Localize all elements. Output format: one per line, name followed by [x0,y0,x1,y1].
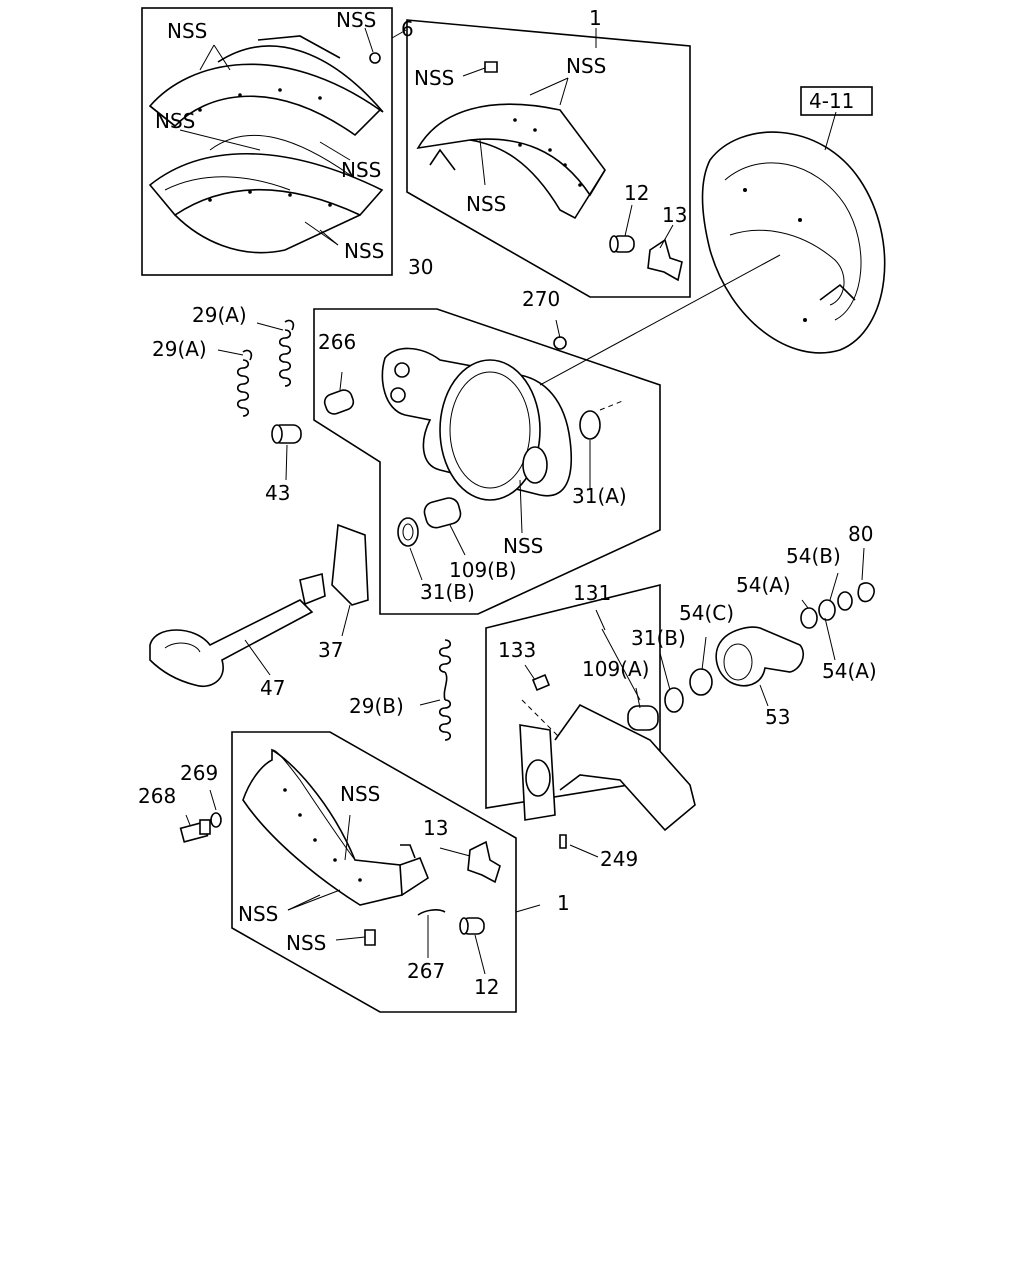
label-nss-5: NSS [344,239,384,263]
label-53: 53 [765,705,790,729]
label-nss-11: NSS [238,902,278,926]
label-54b: 54(B) [786,544,841,568]
label-29a-1: 29(A) [192,303,247,327]
clip-icon [417,909,446,916]
ref-box-4-11 [800,86,873,116]
label-nss-6: NSS [414,66,454,90]
shoe-assembly-box-top [406,19,691,298]
label-nss-8: NSS [466,192,506,216]
label-1-top: 1 [589,6,602,30]
label-54c: 54(C) [679,601,734,625]
label-29a-2: 29(A) [152,337,207,361]
label-nss-2: NSS [336,8,376,32]
roller-retainer-bottom-icon [467,840,501,884]
leader-lines [179,27,865,975]
label-267: 267 [407,959,445,983]
label-54a-1: 54(A) [736,573,791,597]
label-31a: 31(A) [572,484,627,508]
shoe-assembly-box-bottom [231,731,517,1013]
label-109b: 109(B) [449,558,517,582]
spider-group-box [313,308,661,615]
bushing-icon [271,389,355,444]
label-1-bottom: 1 [557,891,570,915]
label-131: 131 [573,581,611,605]
label-nss-12: NSS [286,931,326,955]
bolt-icon [179,812,222,843]
brake-shoe-bottom-icon [242,748,429,946]
dust-shield-icon [701,131,886,354]
label-269: 269 [180,761,218,785]
label-133: 133 [498,638,536,662]
label-6: 6 [401,17,414,41]
seal-bushing-icon [397,497,462,547]
label-nss-1: NSS [167,19,207,43]
label-12-top: 12 [624,181,649,205]
roller-retainer-icon [647,238,683,282]
lining-kit-box [141,7,393,276]
label-54a-2: 54(A) [822,659,877,683]
label-266: 266 [318,330,356,354]
label-47: 47 [260,676,285,700]
label-12-bottom: 12 [474,975,499,999]
label-37: 37 [318,638,343,662]
brake-shoe-icon [416,61,606,220]
bracket-icon [519,673,696,849]
camshaft-bracket-icon [331,523,369,606]
label-nss-4: NSS [341,158,381,182]
spring-icon [236,319,452,741]
label-13-top: 13 [662,203,687,227]
spider-icon [381,336,601,501]
label-31b-1: 31(B) [420,580,475,604]
projection-lines [521,399,626,739]
label-80: 80 [848,522,873,546]
camshaft-icon [149,572,326,687]
label-nss-10: NSS [340,782,380,806]
anchor-pin-icon [609,235,635,253]
label-270: 270 [522,287,560,311]
label-13-bottom: 13 [423,816,448,840]
label-249: 249 [600,847,638,871]
label-31b-2: 31(B) [631,626,686,650]
anchor-pin-bottom-icon [459,917,485,935]
label-109a: 109(A) [582,657,649,681]
label-29b: 29(B) [349,694,404,718]
label-nss-7: NSS [566,54,606,78]
slack-adjuster-icon [627,582,875,731]
label-nss-9: NSS [503,534,543,558]
label-nss-3: NSS [155,109,195,133]
brake-lining-icon [148,35,384,254]
label-30: 30 [408,255,433,279]
label-43: 43 [265,481,290,505]
label-4-11: 4-11 [809,89,854,113]
label-268: 268 [138,784,176,808]
